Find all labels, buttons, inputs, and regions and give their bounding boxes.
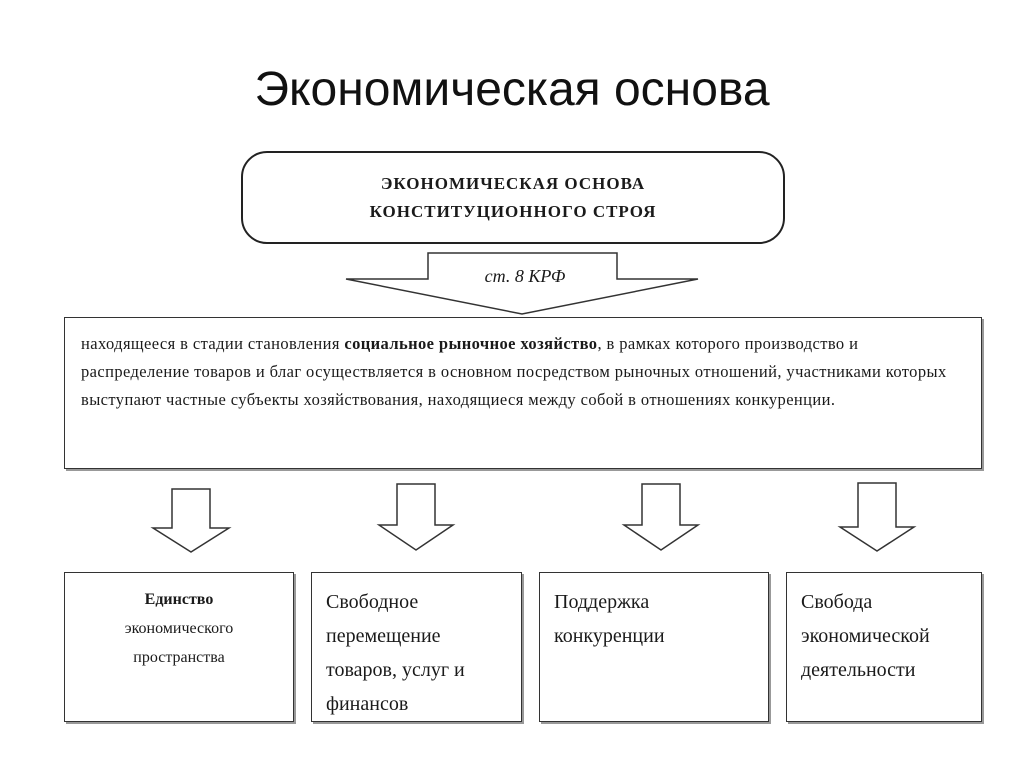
box-4-line-1: Свобода [801, 591, 873, 613]
description-bold-term: социальное рыночное хозяйство [344, 334, 598, 353]
box-1-line-1: Единство [144, 591, 214, 608]
box-4-line-3: деятельности [801, 659, 916, 681]
box-1-line-3: пространства [133, 649, 225, 666]
box-2-line-1: Свободное [326, 591, 419, 613]
box-1-line-2: экономического [124, 620, 234, 637]
description-text-start: находящееся в стадии становления [81, 334, 345, 353]
down-arrow-2 [376, 483, 456, 551]
article-reference: ст. 8 КРФ [484, 266, 566, 286]
principle-box-3: Поддержка конкуренции [539, 572, 769, 722]
box-2-line-3: товаров, услуг и [326, 659, 465, 681]
box-4-line-2: экономической [801, 625, 930, 647]
box-2-line-2: перемещение [326, 625, 441, 647]
slide-title: Экономическая основа [254, 63, 770, 116]
principle-box-1: Единство экономического пространства [64, 572, 294, 722]
description-box: находящееся в стадии становления социаль… [64, 317, 982, 469]
main-down-arrow [345, 252, 699, 315]
down-arrow-4 [837, 482, 917, 552]
box-3-line-1: Поддержка [554, 591, 650, 613]
principle-box-4: Свобода экономической деятельности [786, 572, 982, 722]
economic-basis-box: ЭКОНОМИЧЕСКАЯ ОСНОВА КОНСТИТУЦИОННОГО СТ… [241, 151, 785, 244]
box-2-line-4: финансов [326, 693, 409, 715]
top-box-line-1: ЭКОНОМИЧЕСКАЯ ОСНОВА [380, 173, 646, 193]
principle-box-2: Свободное перемещение товаров, услуг и ф… [311, 572, 522, 722]
description-text-end: , в рамках которого производство и распр… [81, 334, 947, 409]
down-arrow-3 [621, 483, 701, 551]
box-3-line-2: конкуренции [554, 625, 665, 647]
down-arrow-1 [150, 488, 232, 553]
top-box-line-2: КОНСТИТУЦИОННОГО СТРОЯ [369, 201, 657, 221]
